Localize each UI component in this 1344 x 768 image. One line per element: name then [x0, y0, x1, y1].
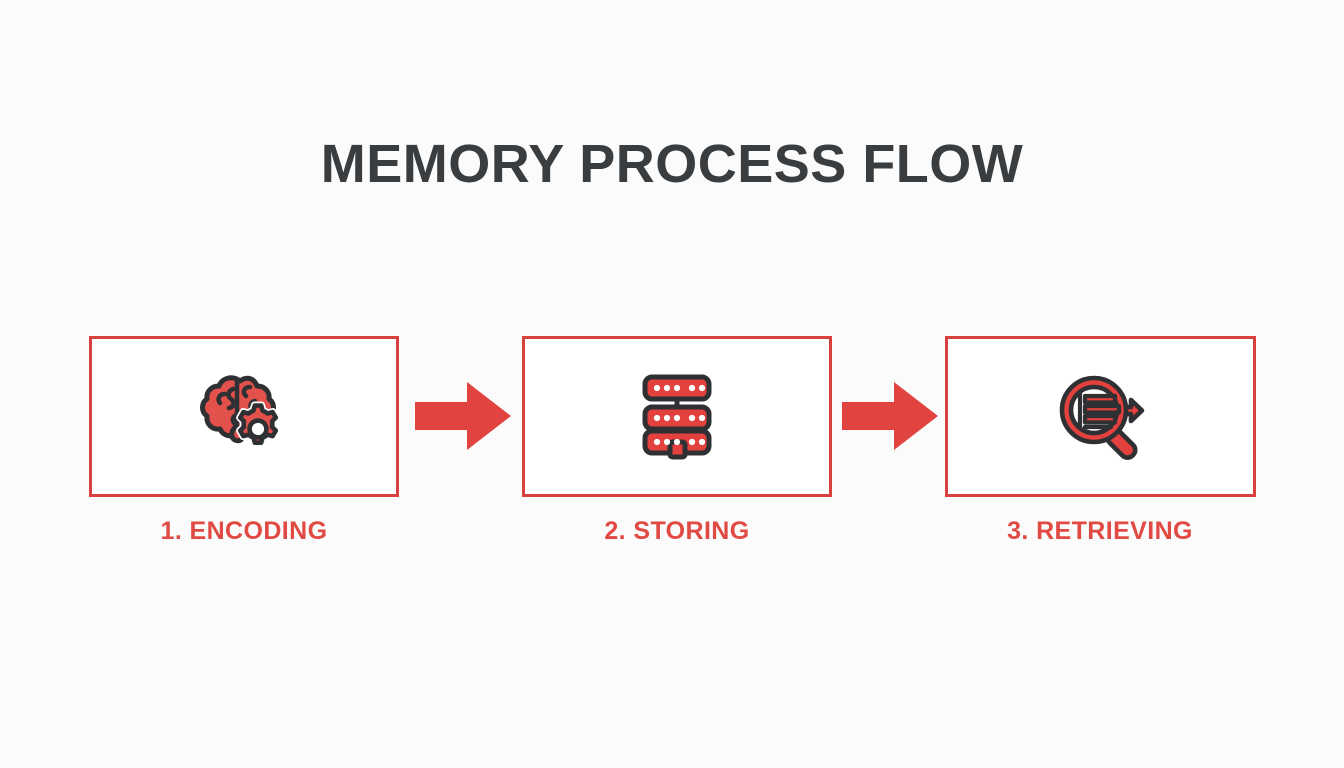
- magnifier-arrow-icon: [1049, 365, 1153, 469]
- step-label: 3. RETRIEVING: [1007, 517, 1193, 545]
- page-title: MEMORY PROCESS FLOW: [320, 134, 1024, 194]
- brain-gear-icon: [192, 365, 296, 469]
- step-label: 2. STORING: [604, 517, 750, 545]
- step-box: [89, 336, 399, 497]
- flow-step-encoding[interactable]: 1. ENCODING: [89, 336, 399, 546]
- flow-step-retrieving[interactable]: 3. RETRIEVING: [945, 336, 1256, 546]
- arrow-right-icon: [415, 380, 511, 452]
- step-box: [945, 336, 1256, 497]
- process-flow: 1. ENCODING: [89, 336, 1256, 561]
- flow-step-storing[interactable]: 2. STORING: [522, 336, 832, 546]
- step-box: [522, 336, 832, 497]
- arrow-right-icon: [842, 380, 938, 452]
- step-label: 1. ENCODING: [160, 517, 328, 545]
- server-stack-icon: [625, 365, 729, 469]
